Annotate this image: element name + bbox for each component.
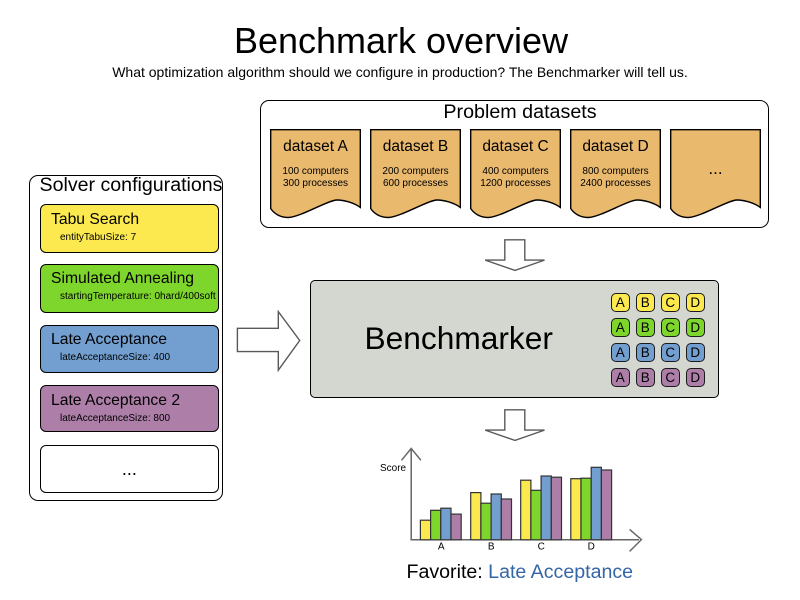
svg-text:Score: Score [380, 463, 407, 474]
svg-text:D: D [588, 541, 595, 552]
svg-text:A: A [438, 541, 445, 552]
svg-text:C: C [538, 541, 545, 552]
svg-text:B: B [488, 541, 495, 552]
